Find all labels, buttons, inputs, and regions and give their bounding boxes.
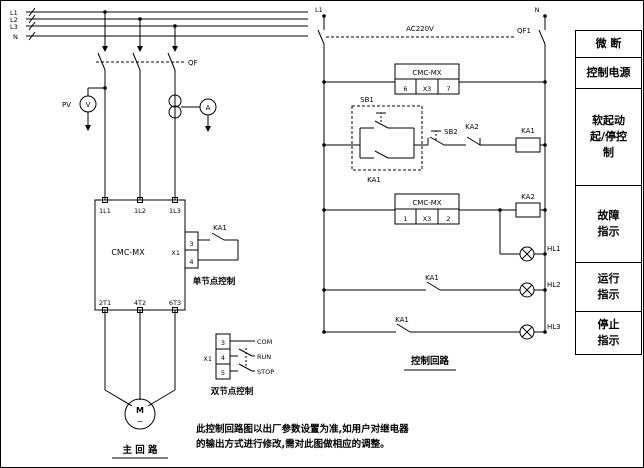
pin-com-label: COM — [257, 338, 272, 346]
control-circuit-caption: 控制回路 — [411, 355, 450, 367]
row-fault: CMC-MX 1 X3 2 KA2 HL1 — [322, 193, 561, 262]
ground-arrow-icon — [205, 126, 211, 132]
voltmeter-letter: V — [86, 101, 91, 109]
row-run: KA1 HL2 — [322, 274, 561, 298]
legend-row-run: 运行 指示 — [575, 262, 642, 312]
phase-label-l3: L3 — [10, 23, 18, 31]
ka2-nc-label: KA2 — [465, 123, 479, 131]
hl2-label: HL2 — [547, 281, 561, 289]
ground-arrow-icon — [85, 125, 91, 131]
row-start-stop: SB1 KA1 SB2 KA2 KA1 — [322, 96, 547, 184]
function-legend-table: 微 断 控制电源 软起动 起/停控 制 故障 指示 运行 指示 停止 指示 — [575, 30, 642, 355]
x1-connector-label: X1 — [171, 249, 180, 257]
pin-stop-label: STOP — [257, 368, 274, 376]
cmc-box1-title: CMC-MX — [412, 69, 441, 77]
legend-row-control-power: 控制电源 — [575, 57, 642, 89]
x1-pin-5b: 5 — [221, 369, 225, 377]
motor-tilde: ~ — [137, 417, 144, 426]
motor-branch: M ~ 主 回 路 — [104, 310, 176, 459]
dual-node-caption: 双节点控制 — [211, 386, 254, 397]
ka1-run-label: KA1 — [425, 274, 439, 282]
motor-icon — [124, 398, 156, 430]
cmc-box2-title: CMC-MX — [412, 199, 441, 207]
motor-letter: M — [136, 406, 144, 415]
transformer-icon — [168, 105, 182, 119]
footnote-line1: 此控制回路图以出厂参数设置为准,如用户对继电器 — [196, 423, 409, 435]
control-supply: L1 N AC220V QF1 — [315, 6, 547, 332]
box2-terminal-2: 2 — [446, 215, 450, 223]
box2-terminal-x3: X3 — [423, 215, 432, 223]
transformer-icon — [168, 94, 182, 108]
legend-row-fault: 故障 指示 — [575, 185, 642, 263]
box1-terminal-x3: X3 — [423, 85, 432, 93]
dual-node-control: X1 3 4 5 COM RUN STOP 双节点控制 — [203, 333, 274, 397]
legend-row-breaker: 微 断 — [575, 30, 642, 58]
terminal-1l3: 1L3 — [169, 207, 181, 215]
incoming-phase-lines: L1 L2 L3 N — [10, 7, 308, 41]
arrow-icon — [102, 46, 108, 52]
ka1-coil-label: KA1 — [521, 127, 535, 135]
ka1-stop-label: KA1 — [395, 316, 409, 324]
phase-label-n: N — [13, 33, 18, 41]
footnote-line2: 的输出方式进行修改,需对此图做相应的调整。 — [196, 438, 390, 450]
pv-label: PV — [62, 101, 71, 109]
single-node-caption: 单节点控制 — [193, 276, 236, 287]
terminal-4t2: 4T2 — [134, 299, 146, 307]
arrow-icon — [137, 46, 143, 52]
breaker-qf-label: QF — [188, 59, 198, 67]
hl3-label: HL3 — [547, 323, 561, 331]
phase-label-l2: L2 — [10, 16, 18, 24]
terminal-6t3: 6T3 — [169, 299, 181, 307]
hl1-label: HL1 — [547, 245, 561, 253]
control-l1-label: L1 — [315, 6, 323, 14]
ammeter-letter: A — [206, 104, 211, 112]
row-stop: KA1 HL3 — [322, 316, 561, 340]
voltmeter-branch: V PV — [62, 86, 107, 131]
legend-row-stop: 停止 指示 — [575, 311, 642, 355]
control-n-label: N — [535, 6, 540, 14]
phase-label-l1: L1 — [10, 9, 18, 17]
sb1-label: SB1 — [360, 96, 374, 104]
transformer-ammeter-branch: A — [168, 94, 217, 132]
ka1-contact-label: KA1 — [213, 224, 227, 232]
box1-terminal-7: 7 — [446, 85, 450, 93]
ka2-coil-label: KA2 — [521, 193, 535, 201]
legend-row-softstart: 软起动 起/停控 制 — [575, 88, 642, 186]
box1-terminal-6: 6 — [403, 85, 407, 93]
control-caption-group: 控制回路 — [404, 355, 456, 371]
breaker-qf1-label: QF1 — [517, 27, 531, 35]
feeder-drops-and-breaker: QF — [96, 10, 198, 200]
x1-connector-label-2: X1 — [203, 355, 212, 363]
main-circuit-caption: 主 回 路 — [122, 444, 158, 456]
x1-pin-3b: 3 — [221, 339, 225, 347]
sb2-label: SB2 — [444, 128, 458, 136]
x1-pin-4: 4 — [189, 258, 193, 266]
x1-pin-4b: 4 — [221, 354, 225, 362]
row-control-power: CMC-MX 6 X3 7 — [322, 63, 547, 95]
x1-pin-3: 3 — [189, 240, 193, 248]
footnote-group: 此控制回路图以出厂参数设置为准,如用户对继电器 的输出方式进行修改,需对此图做相… — [196, 423, 409, 450]
box2-terminal-1: 1 — [403, 215, 407, 223]
pin-run-label: RUN — [257, 353, 271, 361]
ac-voltage-label: AC220V — [406, 25, 434, 33]
ka1-hold-label: KA1 — [367, 176, 381, 184]
terminal-2t1: 2T1 — [99, 299, 111, 307]
cmc-main-title: CMC-MX — [111, 248, 145, 257]
terminal-1l1: 1L1 — [99, 207, 111, 215]
single-node-control: 3 4 KA1 单节点控制 — [184, 224, 239, 287]
arrow-icon — [172, 46, 178, 52]
terminal-1l2: 1L2 — [134, 207, 146, 215]
